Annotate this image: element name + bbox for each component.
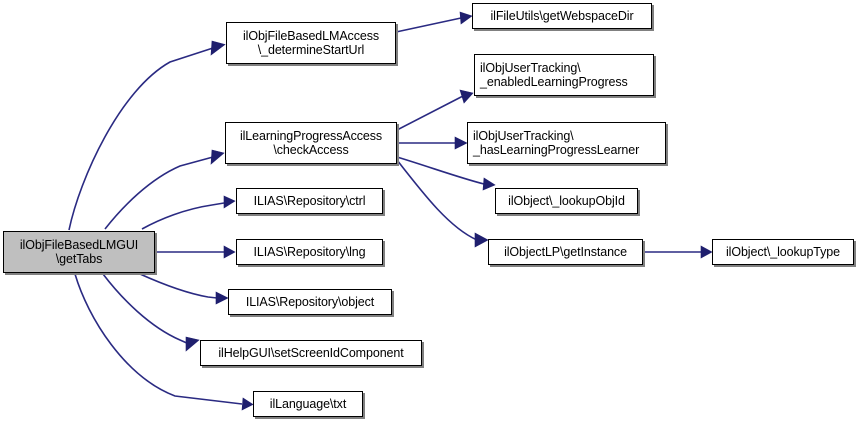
edge-determinestarturl-to-getwebspacedir (395, 11, 473, 33)
edge-gettabs-to-lng (156, 245, 236, 259)
edge-gettabs-to-determinestarturl (68, 40, 226, 231)
node-label: ilObject\_lookupType (725, 244, 841, 259)
edge-checkaccess-to-enabledlp (396, 89, 474, 131)
node-illearningprogressaccess-checkaccess[interactable]: ilLearningProgressAccess \checkAccess (225, 122, 397, 164)
node-label: ilLearningProgressAccess \checkAccess (239, 128, 383, 158)
node-ilfileutils-getwebspacedir[interactable]: ilFileUtils\getWebspaceDir (472, 3, 652, 29)
node-label: ilFileUtils\getWebspaceDir (490, 8, 634, 23)
edge-gettabs-to-ctrl (141, 195, 236, 230)
edge-gettabs-to-setscreenid (102, 273, 200, 352)
node-ilobjusertracking-haslearningprogresslearner[interactable]: ilObjUserTracking\ _hasLearningProgressL… (467, 122, 666, 164)
node-ilobject-lookuptype[interactable]: ilObject\_lookupType (712, 239, 854, 265)
edge-gettabs-to-illanguagetxt (74, 273, 254, 411)
edge-checkaccess-to-getinstance (396, 159, 489, 248)
node-label: ilObjFileBasedLMAccess \_determineStartU… (242, 28, 380, 58)
node-label: ilLanguage\txt (269, 396, 347, 411)
node-illanguage-txt[interactable]: ilLanguage\txt (253, 391, 363, 417)
edge-checkaccess-to-lookupobjid (396, 156, 496, 191)
edge-checkaccess-to-haslplearner (397, 136, 468, 150)
node-ilobject-lookupobjid[interactable]: ilObject\_lookupObjId (495, 188, 638, 214)
node-ilias-repository-lng[interactable]: ILIAS\Repository\lng (236, 239, 383, 265)
node-label: ilObjUserTracking\ _hasLearningProgressL… (473, 128, 640, 158)
edge-gettabs-to-checkaccess (104, 149, 225, 230)
node-label: ilObjectLP\getInstance (504, 244, 627, 259)
node-ilobjfilebasedlmgui-gettabs[interactable]: ilObjFileBasedLMGUI \getTabs (3, 231, 155, 273)
node-label: ilObjUserTracking\ _enabledLearningProgr… (480, 60, 628, 90)
edge-gettabs-to-object (139, 273, 229, 305)
node-label: ILIAS\Repository\ctrl (253, 193, 366, 208)
node-ilobjfilebasedlmaccess-determinestarturl[interactable]: ilObjFileBasedLMAccess \_determineStartU… (226, 22, 396, 64)
node-label: ILIAS\Repository\object (245, 294, 375, 309)
node-label: ilHelpGUI\setScreenIdComponent (218, 345, 404, 360)
node-ilias-repository-ctrl[interactable]: ILIAS\Repository\ctrl (236, 188, 383, 214)
node-ilhelpgui-setscreenidcomponent[interactable]: ilHelpGUI\setScreenIdComponent (200, 340, 422, 366)
node-label: ilObjFileBasedLMGUI \getTabs (19, 237, 139, 267)
node-ilobjusertracking-enabledlearningprogress[interactable]: ilObjUserTracking\ _enabledLearningProgr… (474, 54, 654, 96)
node-ilias-repository-object[interactable]: ILIAS\Repository\object (228, 289, 392, 315)
node-ilobjectlp-getinstance[interactable]: ilObjectLP\getInstance (488, 239, 643, 265)
edge-getinstance-to-lookuptype (643, 245, 713, 259)
node-label: ILIAS\Repository\lng (253, 244, 366, 259)
node-label: ilObject\_lookupObjId (508, 193, 625, 208)
